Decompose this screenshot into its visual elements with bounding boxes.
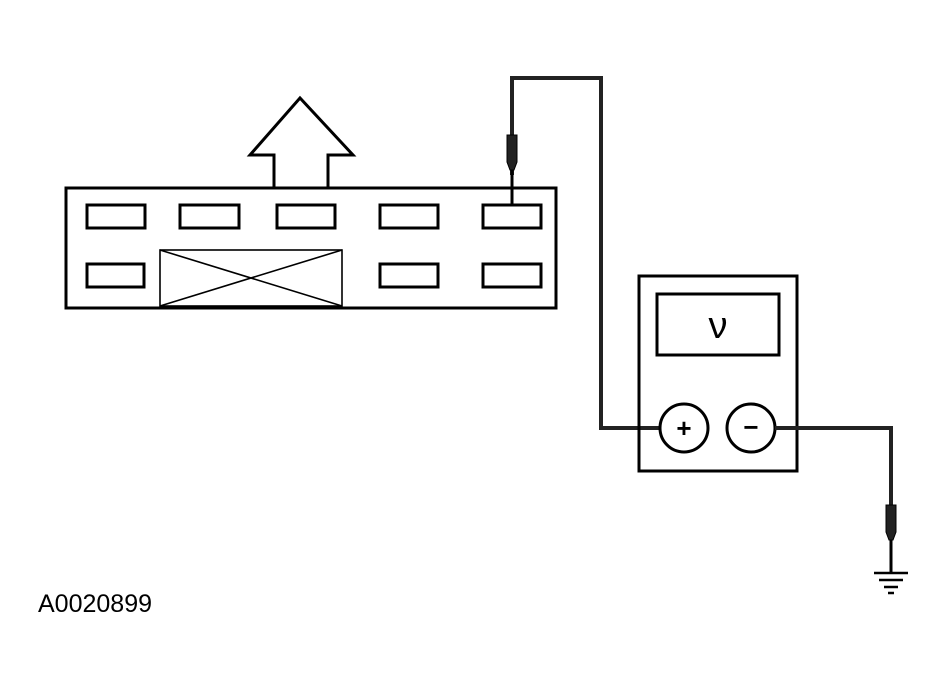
empty-cavity	[159, 249, 343, 307]
voltmeter: ν + −	[637, 274, 799, 473]
figure-id-label: A0020899	[38, 590, 153, 618]
negative-terminal-label: −	[743, 412, 758, 442]
positive-test-lead	[510, 76, 660, 430]
connector-housing	[64, 186, 558, 310]
connector-pin-tested	[481, 203, 543, 230]
connector-pin	[481, 262, 543, 289]
connector-pin	[378, 262, 440, 289]
connector	[64, 186, 558, 310]
voltmeter-display	[655, 292, 781, 357]
negative-test-lead	[775, 426, 893, 505]
volt-symbol: ν	[709, 305, 728, 347]
positive-terminal	[658, 402, 710, 454]
ground-icon	[874, 571, 908, 595]
up-arrow-icon	[246, 95, 357, 187]
connector-pin	[378, 203, 440, 230]
voltmeter-body	[637, 274, 799, 473]
positive-terminal-label: +	[676, 413, 691, 443]
connector-pin	[178, 203, 241, 230]
connector-pin	[85, 203, 147, 230]
negative-probe	[885, 504, 897, 572]
positive-probe	[506, 134, 518, 205]
connector-pin	[85, 262, 146, 289]
connector-pin	[275, 203, 337, 230]
